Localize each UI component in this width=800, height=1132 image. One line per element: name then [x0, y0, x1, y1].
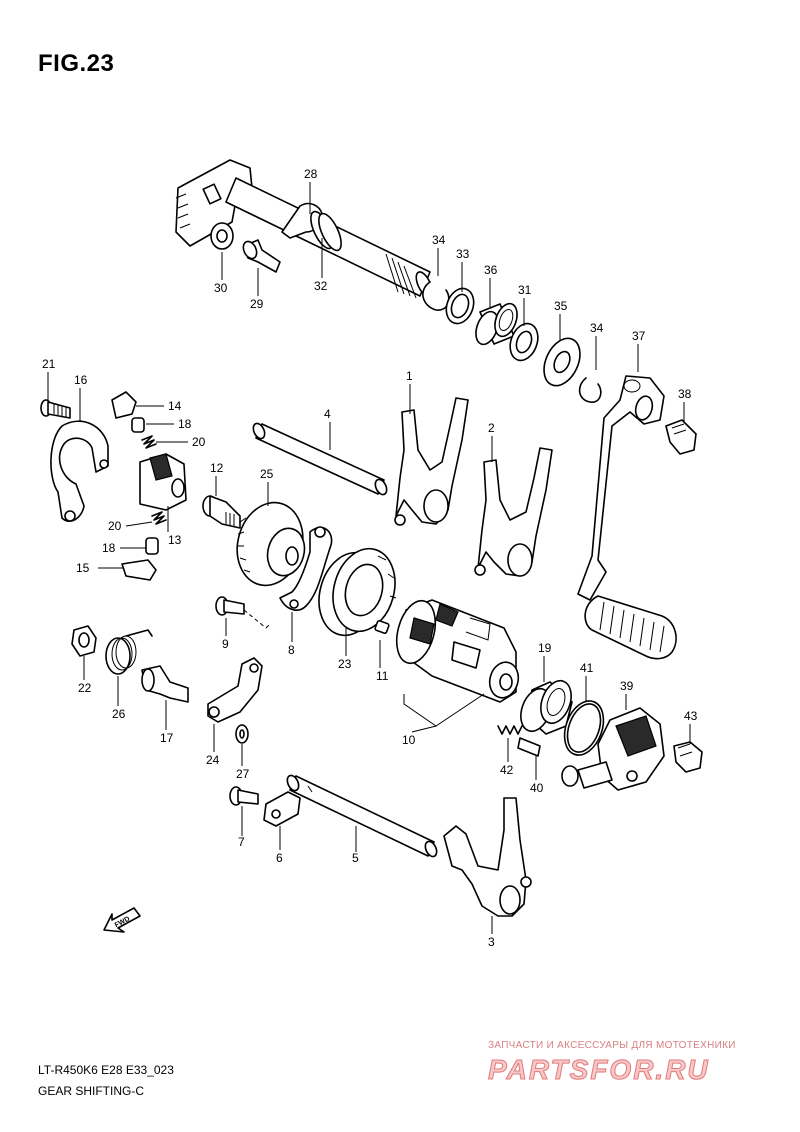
- o-ring-part-41: [563, 700, 605, 756]
- pin-part-18-top: [131, 417, 145, 433]
- callout-18-bottom: 18: [102, 541, 116, 555]
- pin-part-12: [202, 495, 241, 529]
- cam-stopper-part-13: [139, 453, 187, 511]
- bolt-part-17: [141, 665, 189, 703]
- callout-27: 27: [236, 767, 250, 781]
- callout-1: 1: [406, 369, 413, 383]
- leader-lines: [47, 182, 691, 934]
- fwd-arrow-icon: FWD: [103, 907, 141, 933]
- callout-23: 23: [338, 657, 352, 671]
- callout-31: 31: [518, 283, 532, 297]
- plate-part-8: [279, 526, 333, 611]
- callout-11: 11: [376, 669, 389, 683]
- gear-shift-cam-part-10: [395, 599, 520, 703]
- callout-41: 41: [580, 661, 594, 675]
- pawl-part-15: [121, 559, 157, 581]
- callout-10: 10: [402, 733, 416, 747]
- callout-2: 2: [488, 421, 495, 435]
- plate-part-6: [263, 791, 301, 827]
- callout-43: 43: [684, 709, 698, 723]
- washer-part-35: [543, 337, 581, 387]
- spring-part-26: [105, 629, 153, 675]
- callout-28: 28: [304, 167, 318, 181]
- callout-12: 12: [210, 461, 224, 475]
- callout-30: 30: [214, 281, 228, 295]
- callout-39: 39: [620, 679, 634, 693]
- bolt-part-21: [40, 399, 71, 419]
- callout-19: 19: [538, 641, 552, 655]
- spring-part-42: [497, 725, 523, 735]
- washer-part-30: [210, 222, 234, 250]
- pin-part-18-bottom: [145, 537, 159, 555]
- oil-seal-part-31: [509, 322, 539, 362]
- callout-40: 40: [530, 781, 544, 795]
- callout-15: 15: [76, 561, 90, 575]
- section-title: GEAR SHIFTING-C: [38, 1084, 145, 1098]
- callout-20-top: 20: [192, 435, 206, 449]
- callout-26: 26: [112, 707, 126, 721]
- callout-9: 9: [222, 637, 229, 651]
- callout-4: 4: [324, 407, 331, 421]
- callout-35: 35: [554, 299, 568, 313]
- callout-8: 8: [288, 643, 295, 657]
- callout-18-top: 18: [178, 417, 192, 431]
- bearing-part-36: [475, 302, 518, 346]
- neutral-switch-part-39: [561, 707, 665, 791]
- nut-part-22: [71, 625, 97, 657]
- callout-20-bottom: 20: [108, 519, 122, 533]
- spring-part-20-top: [141, 435, 157, 449]
- bearing-part-23: [318, 547, 397, 637]
- bolt-part-9: [215, 596, 245, 616]
- shift-fork-shaft-part-4: [252, 422, 388, 496]
- callout-42: 42: [500, 763, 514, 777]
- callout-3: 3: [488, 935, 495, 949]
- circlip-part-34-bottom: [578, 377, 602, 403]
- shift-fork-part-2: [474, 447, 553, 577]
- callout-33: 33: [456, 247, 470, 261]
- gear-shift-lever: [577, 375, 677, 660]
- callout-7: 7: [238, 835, 245, 849]
- shift-fork-part-1: [394, 397, 469, 526]
- bolt-part-38: [665, 419, 697, 455]
- callout-32: 32: [314, 279, 328, 293]
- circlip-part-34-top: [422, 281, 450, 311]
- callout-17: 17: [160, 731, 174, 745]
- shift-fork-shaft-part-5: [286, 774, 438, 858]
- callout-16: 16: [74, 373, 88, 387]
- callout-34-top: 34: [432, 233, 446, 247]
- plate-part-16: [50, 420, 109, 522]
- callout-36: 36: [484, 263, 498, 277]
- callout-37: 37: [632, 329, 646, 343]
- cam-driven-gear-part-25: [236, 501, 306, 587]
- callout-22: 22: [78, 681, 92, 695]
- callout-numbers: 28 30 29 32 34 33 36 31 35 34 37 38 21 1…: [42, 167, 698, 949]
- callout-13: 13: [168, 533, 182, 547]
- pin-part-40: [517, 737, 541, 757]
- figure-title: FIG.23: [38, 50, 115, 77]
- bolt-part-43: [673, 741, 703, 773]
- callout-38: 38: [678, 387, 692, 401]
- callout-29: 29: [250, 297, 264, 311]
- callout-6: 6: [276, 851, 283, 865]
- shift-fork-part-3: [443, 797, 532, 917]
- bolt-part-7: [229, 786, 259, 806]
- plate-part-24: [207, 657, 263, 723]
- bolt-part-29: [242, 239, 281, 273]
- callout-34-bottom: 34: [590, 321, 604, 335]
- callout-24: 24: [206, 753, 220, 767]
- callout-5: 5: [352, 851, 359, 865]
- callout-25: 25: [260, 467, 274, 481]
- callout-21: 21: [42, 357, 56, 371]
- watermark-tagline: ЗАПЧАСТИ И АКСЕССУАРЫ ДЛЯ МОТОТЕХНИКИ: [488, 1040, 736, 1051]
- model-code: LT-R450K6 E28 E33_023: [38, 1063, 174, 1077]
- washer-part-33: [445, 287, 475, 325]
- pin-part-11: [374, 620, 390, 634]
- callout-14: 14: [168, 399, 182, 413]
- bearing-part-19: [520, 679, 573, 735]
- washer-part-27: [235, 724, 249, 744]
- watermark-logo: PARTSFOR.RU: [488, 1054, 710, 1086]
- pawl-part-14: [111, 391, 137, 419]
- spring-part-20-bottom: [151, 511, 167, 525]
